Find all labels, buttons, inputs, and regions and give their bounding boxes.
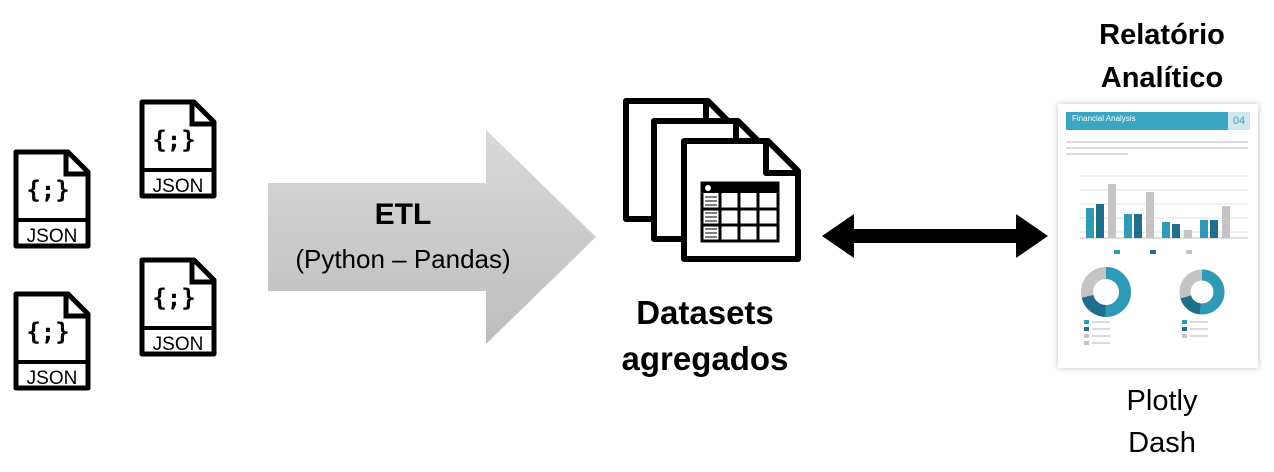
report-thumbnail-header: Financial Analysis 04 — [1066, 112, 1250, 130]
datasets-label-line2: agregados — [621, 340, 789, 377]
json-file-icon: {;} JSON — [138, 98, 218, 200]
datasets-label-line1: Datasets — [636, 294, 774, 331]
report-thumbnail-page: 04 — [1228, 112, 1250, 130]
svg-text:{;}: {;} — [26, 318, 69, 346]
datasets-label: Datasets agregados — [600, 290, 810, 382]
etl-arrow-shape — [268, 130, 596, 344]
json-file-icon: {;} JSON — [12, 148, 92, 250]
json-file-icon: {;} JSON — [12, 290, 92, 392]
report-tool-line1: Plotly — [1126, 385, 1198, 417]
report-thumbnail: Financial Analysis 04 — [1058, 104, 1258, 368]
svg-text:{;}: {;} — [152, 126, 195, 154]
report-title-line2: Analítico — [1100, 62, 1224, 94]
svg-text:JSON: JSON — [153, 176, 204, 197]
json-file-icon: {;} JSON — [138, 256, 218, 358]
report-title: Relatório Analítico — [1060, 14, 1264, 100]
report-tool-line2: Dash — [1128, 427, 1196, 459]
svg-text:JSON: JSON — [153, 334, 204, 355]
svg-text:{;}: {;} — [152, 284, 195, 312]
report-thumbnail-content — [1066, 141, 1248, 345]
etl-title: ETL — [374, 198, 432, 231]
etl-subtitle: (Python – Pandas) — [295, 244, 511, 274]
stacked-table-files-icon — [623, 98, 801, 262]
svg-text:JSON: JSON — [27, 226, 78, 247]
report-tool-label: Plotly Dash — [1060, 380, 1264, 464]
svg-text:{;}: {;} — [26, 176, 69, 204]
svg-text:JSON: JSON — [27, 368, 78, 389]
report-title-line1: Relatório — [1099, 19, 1225, 51]
double-headed-arrow-icon — [822, 214, 1048, 258]
report-thumbnail-title: Financial Analysis — [1072, 114, 1136, 123]
